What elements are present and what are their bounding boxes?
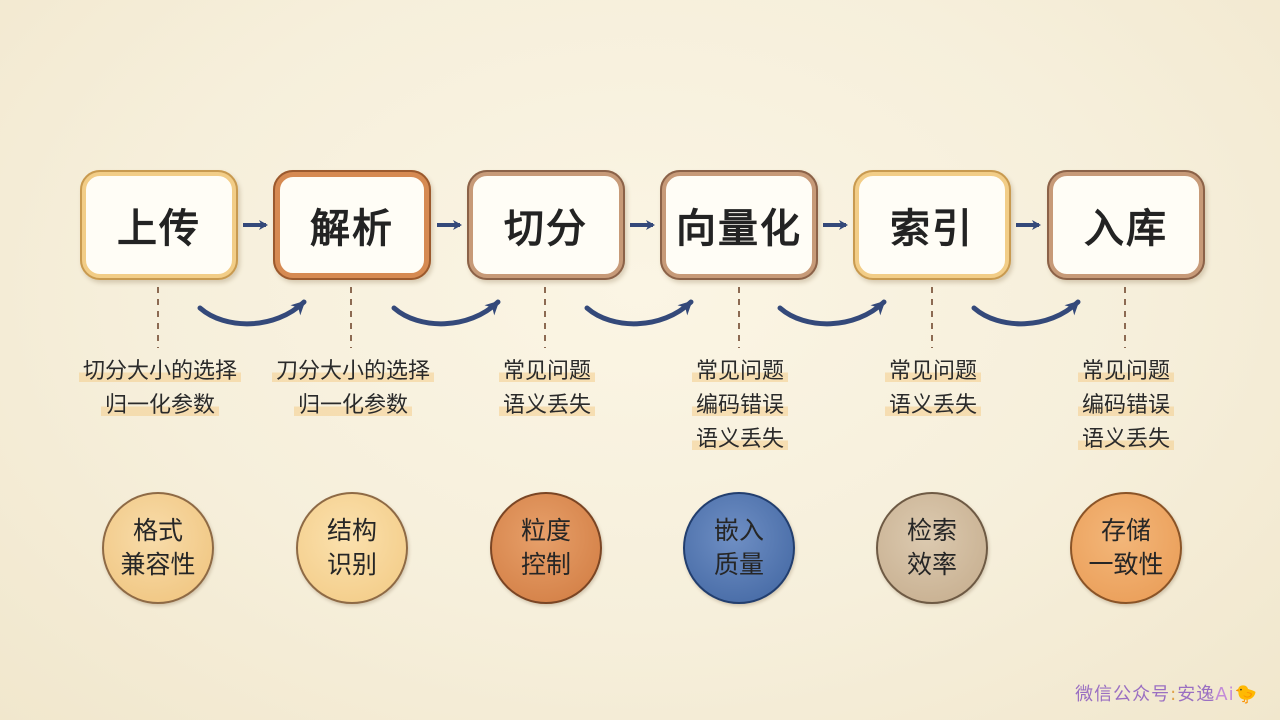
stage-label: 上传 [117,206,201,252]
curved-arrow-icon [584,299,694,327]
stage-label: 切分 [504,206,588,252]
stage-store: 入库 [1047,170,1205,280]
issue-item: 常见问题 [640,355,840,389]
watermark-ai: Ai [1215,684,1235,705]
issue-notes-chunk: 常见问题 语义丢失 [447,355,647,423]
issue-item: 语义丢失 [640,423,840,457]
issue-item: 语义丢失 [447,389,647,423]
issue-item: 语义丢失 [833,389,1033,423]
issue-item: 语义丢失 [1026,423,1226,457]
metric-retrieval-efficiency: 检索 效率 [876,492,988,604]
metric-line: 检索 [906,516,957,545]
issue-item: 常见问题 [447,355,647,389]
curved-arrow-icon [971,299,1081,327]
metric-line: 识别 [326,550,377,579]
metric-line: 格式 [132,516,183,545]
issue-item: 切分大小的选择 [60,355,260,389]
issue-item: 归一化参数 [60,389,260,423]
issue-item: 编码错误 [1026,389,1226,423]
metric-line: 结构 [326,516,377,545]
curved-arrow-icon [777,299,887,327]
metric-embedding-quality: 嵌入 质量 [683,492,795,604]
issue-notes-store: 常见问题 编码错误 语义丢失 [1026,355,1226,457]
issue-item: 编码错误 [640,389,840,423]
issue-notes-upload: 切分大小的选择 归一化参数 [60,355,260,423]
metric-line: 效率 [906,550,957,579]
curved-arrow-icon [391,299,501,327]
metric-format-compatibility: 格式 兼容性 [102,492,214,604]
curved-arrow-icon [197,299,307,327]
issue-item: 常见问题 [833,355,1033,389]
issue-item: 常见问题 [1026,355,1226,389]
stage-label: 向量化 [676,206,802,252]
metric-line: 控制 [520,550,571,579]
metric-granularity-control: 粒度 控制 [490,492,602,604]
watermark-name: 安逸 [1177,684,1216,705]
stage-label: 索引 [890,206,974,252]
metric-storage-consistency: 存储 一致性 [1070,492,1182,604]
swoosh-arrows [197,299,1081,327]
stage-chunk: 切分 [467,170,625,280]
metric-line: 嵌入 [713,516,764,545]
stage-upload: 上传 [80,170,238,280]
stage-index: 索引 [853,170,1011,280]
metric-line: 粒度 [520,516,571,545]
issue-notes-parse: 刀分大小的选择 归一化参数 [253,355,453,423]
stage-label: 入库 [1084,206,1168,252]
issue-item: 归一化参数 [253,389,453,423]
issue-item: 刀分大小的选择 [253,355,453,389]
metric-line: 存储 [1100,516,1151,545]
metric-line: 一致性 [1088,550,1164,579]
issue-notes-index: 常见问题 语义丢失 [833,355,1033,423]
dashed-drop-lines [157,287,1126,348]
metric-line: 质量 [713,550,764,579]
chick-icon: 🐤 [1234,684,1258,705]
watermark-prefix: 微信公众号 [1075,684,1171,705]
stage-vectorize: 向量化 [660,170,818,280]
stage-parse: 解析 [273,170,431,280]
watermark: 微信公众号:安逸Ai🐤 [1075,680,1258,706]
issue-notes-vectorize: 常见问题 编码错误 语义丢失 [640,355,840,457]
metric-structure-recognition: 结构 识别 [296,492,408,604]
metric-line: 兼容性 [120,550,196,579]
stage-label: 解析 [310,206,394,252]
watermark-colon: : [1170,684,1178,705]
